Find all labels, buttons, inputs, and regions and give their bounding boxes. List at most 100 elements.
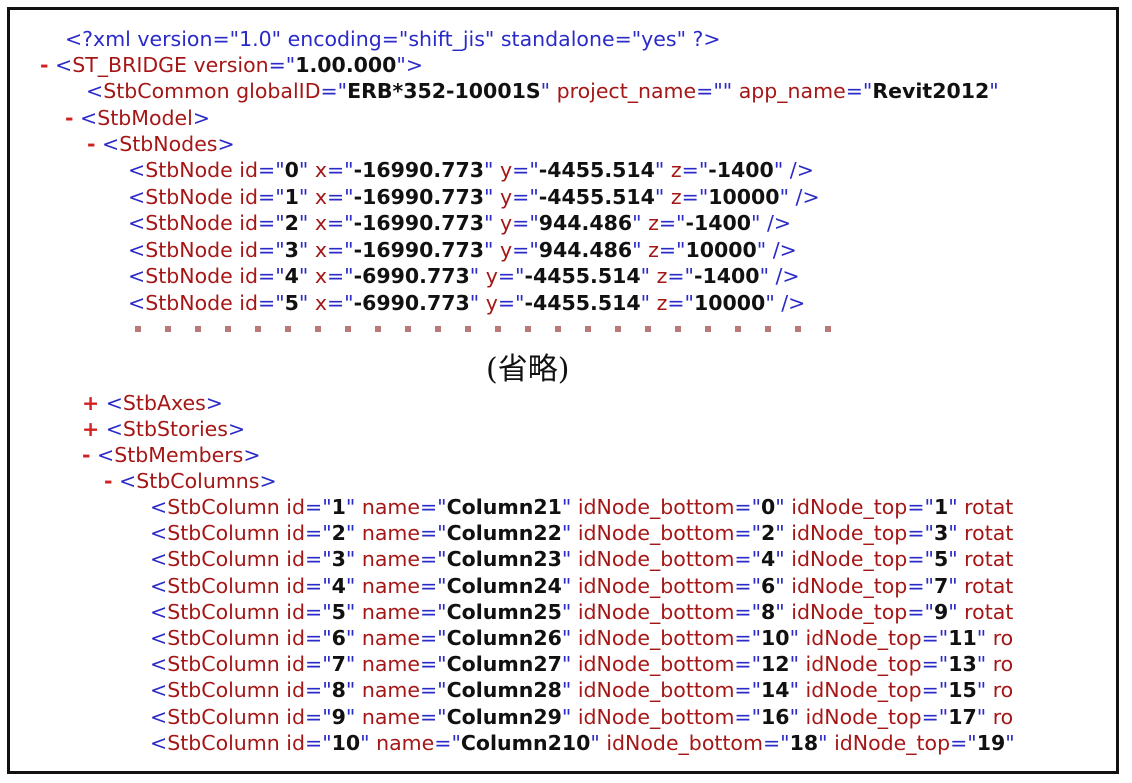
attr-name: idNode_bottom — [577, 547, 735, 572]
attr-value: 0 — [761, 495, 776, 519]
attr-name: z — [656, 290, 668, 315]
attr-value: Column29 — [446, 704, 562, 729]
attr-value: -4455.514 — [538, 184, 655, 209]
attr-value: 14 — [761, 678, 790, 703]
attr-name: y — [485, 290, 498, 315]
attr-value: 6 — [331, 626, 346, 650]
attr-name: z — [670, 184, 682, 209]
tag-name: StbNode — [145, 158, 233, 182]
attr-name: id — [239, 158, 259, 182]
attr-name: z — [670, 158, 682, 182]
attr-value: 4 — [284, 264, 299, 288]
attr-value: 18 — [789, 730, 819, 755]
collapse-toggle[interactable]: - — [82, 443, 91, 467]
attr-name: idNode_top — [805, 704, 922, 729]
attr-value: 9 — [933, 599, 949, 624]
attr-value: 15 — [948, 678, 977, 703]
attr-value: 17 — [948, 704, 977, 729]
attr-name: id — [286, 599, 306, 624]
tag-name: StbColumn — [167, 626, 280, 650]
stb-column-row: <StbColumn id="7" name="Column27" idNode… — [150, 652, 1014, 677]
attr-value: 7 — [933, 573, 949, 598]
attr-name: x — [314, 211, 327, 235]
attr-name: z — [648, 211, 659, 235]
attr-name: idNode_bottom — [577, 521, 735, 546]
attr-value: 5 — [331, 599, 346, 624]
attr-name-truncated: rotat — [964, 547, 1014, 572]
attr-name: id — [239, 290, 259, 315]
stb-column-row: <StbColumn id="8" name="Column28" idNode… — [150, 678, 1014, 703]
attr-value: -16990.773 — [353, 158, 485, 182]
attr-name: y — [500, 237, 513, 262]
attr-value: Column210 — [460, 730, 591, 755]
tag-name: StbColumn — [167, 573, 280, 598]
attr-name-truncated: ro — [992, 678, 1014, 703]
attr-name: name — [361, 521, 420, 546]
collapse-toggle[interactable]: - — [65, 106, 74, 130]
xml-document: <?xml version="1.0" encoding="shift_jis"… — [10, 10, 1116, 771]
collapse-toggle[interactable]: - — [87, 132, 96, 156]
attr-value: -1400 — [693, 264, 760, 288]
attr-value: 3 — [284, 237, 299, 262]
collapsed-element: + <StbStories> — [82, 417, 246, 441]
attr-name: idNode_top — [791, 573, 908, 598]
attr-value: 8 — [331, 678, 346, 703]
attr-name: idNode_top — [791, 521, 908, 546]
attr-name: id — [239, 184, 259, 209]
st-bridge-element: - <ST_BRIDGE version="1.00.000"> — [40, 53, 424, 77]
collapsed-element: + <StbAxes> — [82, 391, 223, 415]
attr-name: y — [500, 211, 513, 235]
collapse-toggle[interactable]: - — [104, 469, 113, 493]
stb-node-row: <StbNode id="0" x="-16990.773" y="-4455.… — [128, 158, 814, 182]
attr-value: Column21 — [446, 495, 562, 519]
tag-name: StbNode — [145, 290, 233, 315]
attr-name: idNode_top — [791, 495, 908, 519]
attr-name: x — [314, 184, 327, 209]
attr-name: name — [361, 573, 420, 598]
attr-value: -4455.514 — [524, 264, 641, 288]
attr-value: 11 — [948, 626, 977, 650]
attr-name: id — [286, 547, 306, 572]
attr-name: name — [361, 599, 420, 624]
expand-toggle[interactable]: + — [82, 417, 100, 441]
attr-name: id — [286, 678, 306, 703]
attr-name: x — [314, 264, 327, 288]
attr-name: idNode_bottom — [577, 704, 735, 729]
expand-toggle[interactable]: + — [82, 391, 100, 415]
stb-column-row: <StbColumn id="3" name="Column23" idNode… — [150, 547, 1014, 572]
attr-value: -6990.773 — [353, 290, 470, 315]
attr-name: z — [648, 237, 659, 262]
attr-name-truncated: ro — [992, 626, 1014, 650]
attr-name: name — [361, 495, 420, 519]
attr-name: idNode_bottom — [606, 730, 763, 755]
stb-node-row: <StbNode id="1" x="-16990.773" y="-4455.… — [128, 184, 820, 209]
attr-value: 10000 — [693, 290, 766, 315]
attr-name: id — [286, 495, 306, 519]
attr-value: 944.486 — [538, 237, 633, 262]
attr-value: 1 — [331, 495, 346, 519]
attr-value: 13 — [948, 652, 977, 677]
tag-name: StbColumn — [167, 730, 280, 755]
attr-name-truncated: rotat — [964, 521, 1014, 546]
attr-name: x — [314, 158, 327, 182]
attr-name-truncated: ro — [992, 704, 1014, 729]
attr-value: 3 — [331, 547, 346, 572]
stb-nodes-element: - <StbNodes> — [87, 132, 235, 156]
attr-name: id — [286, 730, 306, 755]
attr-name: idNode_top — [805, 678, 922, 703]
attr-value: 16 — [761, 704, 790, 729]
stb-columns-element: - <StbColumns> — [104, 469, 277, 493]
attr-value: 9 — [331, 704, 346, 729]
attr-value: -1400 — [708, 158, 774, 182]
collapse-toggle[interactable]: - — [40, 53, 49, 77]
stb-node-row: <StbNode id="2" x="-16990.773" y="944.48… — [128, 211, 792, 235]
attr-name: idNode_top — [834, 730, 951, 755]
attr-value: Column26 — [446, 626, 562, 650]
attr-name: id — [286, 704, 306, 729]
attr-value: Column25 — [446, 599, 562, 624]
attr-value: 4 — [331, 573, 346, 598]
attr-value: -16990.773 — [353, 184, 485, 209]
stb-column-row: <StbColumn id="9" name="Column29" idNode… — [150, 704, 1014, 729]
attr-name: x — [314, 290, 327, 315]
tag-name: StbNode — [145, 211, 233, 235]
